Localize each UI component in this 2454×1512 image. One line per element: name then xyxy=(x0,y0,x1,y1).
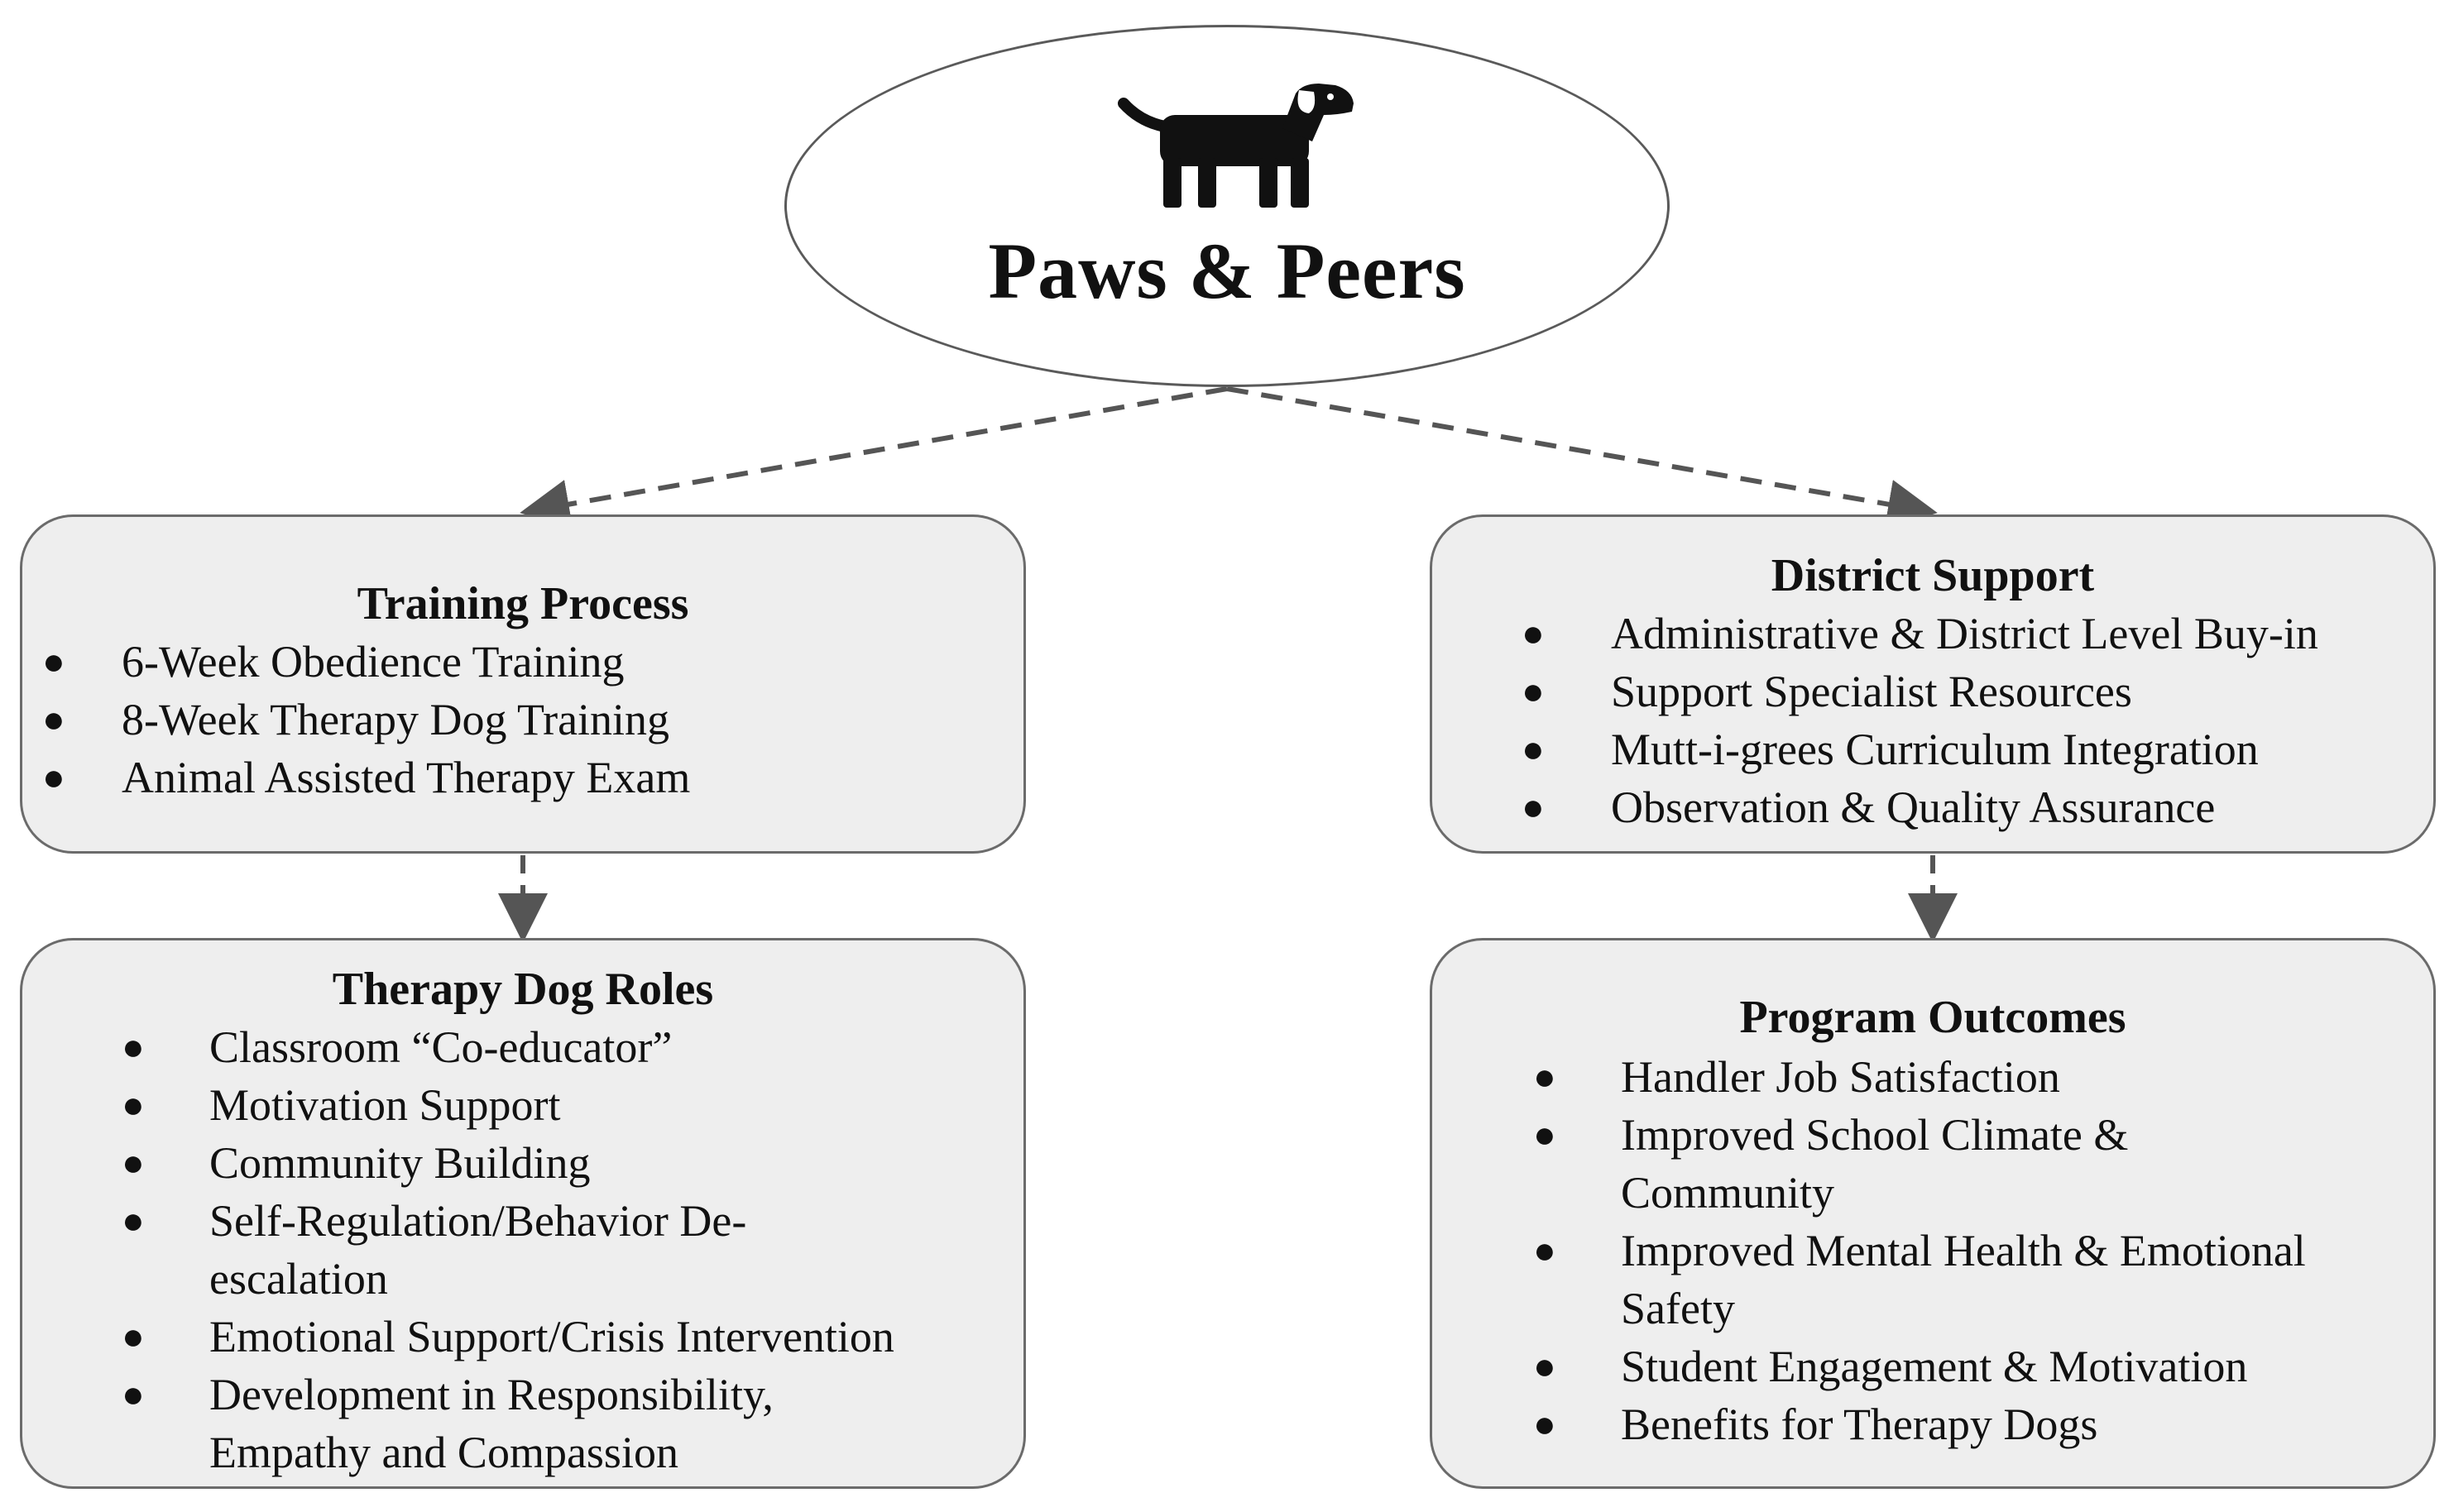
list-item: ●Self-Regulation/Behavior De- xyxy=(122,1192,894,1250)
bullet-icon: ● xyxy=(122,1315,145,1357)
bullet-icon: ● xyxy=(42,698,65,740)
training-process-box: Training Process ●6-Week Obedience Train… xyxy=(20,514,1026,854)
list-item-continuation: Safety xyxy=(1621,1284,1735,1333)
bullet-icon: ● xyxy=(42,640,65,682)
bullet-icon: ● xyxy=(1533,1345,1556,1387)
bullet-icon: ● xyxy=(1533,1403,1556,1445)
connector-root-to-district xyxy=(1226,386,1938,529)
bullet-icon: ● xyxy=(1522,786,1545,828)
program-outcomes-list: ●Handler Job Satisfaction ●Improved Scho… xyxy=(1533,1048,2306,1453)
list-item: ●Animal Assisted Therapy Exam xyxy=(42,749,690,806)
list-item: ●Development in Responsibility, xyxy=(122,1366,894,1423)
list-item: ●Improved Mental Health & Emotional xyxy=(1533,1222,2306,1280)
bullet-icon: ● xyxy=(1522,670,1545,712)
bullet-icon: ● xyxy=(122,1084,145,1126)
bullet-icon: ● xyxy=(122,1026,145,1068)
list-item: ●Observation & Quality Assurance xyxy=(1522,778,2318,836)
list-item: ●Classroom “Co-educator” xyxy=(122,1018,894,1076)
program-outcomes-box: Program Outcomes ●Handler Job Satisfacti… xyxy=(1430,938,2436,1489)
bullet-icon: ● xyxy=(122,1141,145,1184)
training-process-list: ●6-Week Obedience Training ●8-Week Thera… xyxy=(42,633,690,806)
bullet-icon: ● xyxy=(1522,728,1545,770)
list-item: ●Student Engagement & Motivation xyxy=(1533,1337,2306,1395)
connector-root-to-training xyxy=(520,386,1228,529)
district-support-list: ●Administrative & District Level Buy-in … xyxy=(1522,605,2318,836)
list-item: ●Community Building xyxy=(122,1134,894,1192)
therapy-dog-roles-box: Therapy Dog Roles ●Classroom “Co-educato… xyxy=(20,938,1026,1489)
list-item: ●Improved School Climate & xyxy=(1533,1106,2306,1164)
list-item: ●Administrative & District Level Buy-in xyxy=(1522,605,2318,663)
district-support-box: District Support ●Administrative & Distr… xyxy=(1430,514,2436,854)
list-item: ●Support Specialist Resources xyxy=(1522,663,2318,720)
list-item: ●Mutt-i-grees Curriculum Integration xyxy=(1522,720,2318,778)
list-item: ●Motivation Support xyxy=(122,1076,894,1134)
bullet-icon: ● xyxy=(1533,1055,1556,1098)
diagram-title: Paws & Peers xyxy=(988,227,1466,315)
bullet-icon: ● xyxy=(1533,1229,1556,1271)
list-item: ●Handler Job Satisfaction xyxy=(1533,1048,2306,1106)
bullet-icon: ● xyxy=(1522,612,1545,654)
list-item: ●8-Week Therapy Dog Training xyxy=(42,691,690,749)
list-item-continuation: Community xyxy=(1621,1168,1835,1218)
bullet-icon: ● xyxy=(1533,1113,1556,1156)
therapy-dog-roles-heading: Therapy Dog Roles xyxy=(332,964,714,1015)
therapy-dog-roles-list: ●Classroom “Co-educator” ●Motivation Sup… xyxy=(122,1018,894,1481)
list-item-continuation: escalation xyxy=(209,1254,388,1304)
list-item: ●6-Week Obedience Training xyxy=(42,633,690,691)
dog-icon xyxy=(1118,84,1354,208)
list-item: ●Emotional Support/Crisis Intervention xyxy=(122,1308,894,1366)
program-outcomes-heading: Program Outcomes xyxy=(1739,992,2126,1043)
bullet-icon: ● xyxy=(122,1373,145,1415)
list-item-continuation: Empathy and Compassion xyxy=(209,1428,678,1477)
bullet-icon: ● xyxy=(122,1199,145,1242)
bullet-icon: ● xyxy=(42,756,65,798)
root-node: Paws & Peers xyxy=(784,25,1670,387)
district-support-heading: District Support xyxy=(1771,550,2095,601)
training-process-heading: Training Process xyxy=(357,578,689,629)
list-item: ●Benefits for Therapy Dogs xyxy=(1533,1395,2306,1453)
